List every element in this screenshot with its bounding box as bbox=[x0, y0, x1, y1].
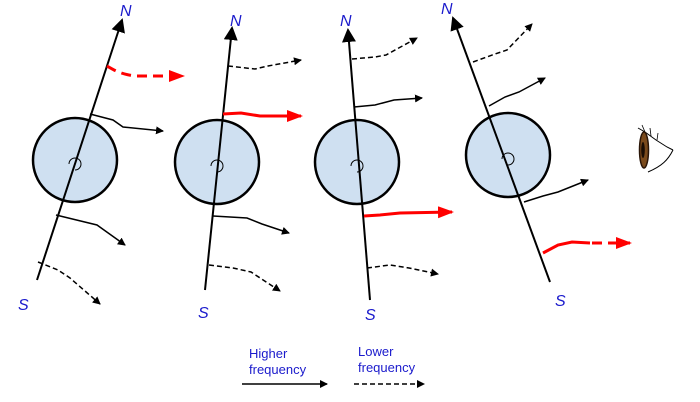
rotation-axis bbox=[204, 26, 238, 291]
south-label: S bbox=[555, 293, 566, 310]
rotation-arrow-icon bbox=[210, 159, 224, 173]
rotation-arrow-icon bbox=[68, 157, 82, 171]
south-label: S bbox=[18, 297, 29, 314]
beam-red bbox=[222, 110, 303, 122]
rotation-axis bbox=[341, 28, 371, 301]
legend-solid-label-line1: Higher bbox=[249, 346, 288, 361]
legend-dashed-label-line1: Lower bbox=[358, 344, 394, 359]
beam-dashed-upper bbox=[472, 23, 533, 63]
neutron-star bbox=[464, 111, 552, 199]
beam-dashed-lower bbox=[37, 261, 101, 305]
pulsar-panel-2: N S bbox=[173, 13, 303, 322]
rotation-axis bbox=[36, 18, 125, 281]
beam-solid-lower bbox=[212, 215, 290, 235]
beam-solid-upper bbox=[488, 77, 546, 107]
beam-dashed-upper bbox=[227, 57, 302, 70]
legend: Higher frequency Lower frequency bbox=[242, 344, 425, 388]
legend-dashed: Lower frequency bbox=[354, 344, 425, 388]
south-label: S bbox=[198, 305, 209, 322]
beam-dashed-lower bbox=[366, 264, 439, 277]
beam-solid-lower bbox=[523, 178, 589, 203]
neutron-star bbox=[313, 118, 401, 206]
beam-red bbox=[542, 240, 591, 255]
north-label: N bbox=[340, 13, 352, 30]
beam-dashed-lower bbox=[208, 264, 281, 292]
pulsar-panel-3: N S bbox=[313, 13, 454, 324]
neutron-star bbox=[31, 116, 119, 204]
beam-red bbox=[363, 206, 454, 219]
beam-dashed-upper bbox=[351, 37, 418, 60]
north-label: N bbox=[230, 13, 242, 30]
beam-red bbox=[106, 64, 136, 78]
north-label: N bbox=[441, 1, 453, 18]
north-label: N bbox=[120, 3, 132, 20]
legend-solid: Higher frequency bbox=[242, 346, 328, 388]
pulsar-panel-1: N S bbox=[18, 3, 185, 314]
beam-solid-upper bbox=[353, 94, 423, 108]
pulsar-panel-4: N S bbox=[441, 1, 632, 310]
legend-solid-label-line2: frequency bbox=[249, 362, 307, 377]
rotation-axis bbox=[450, 16, 551, 283]
beam-solid-upper bbox=[89, 113, 164, 135]
beam-solid-lower bbox=[55, 214, 126, 246]
neutron-star bbox=[173, 118, 261, 206]
south-label: S bbox=[365, 307, 376, 324]
legend-dashed-label-line2: frequency bbox=[358, 360, 416, 375]
eye-icon bbox=[637, 124, 674, 173]
